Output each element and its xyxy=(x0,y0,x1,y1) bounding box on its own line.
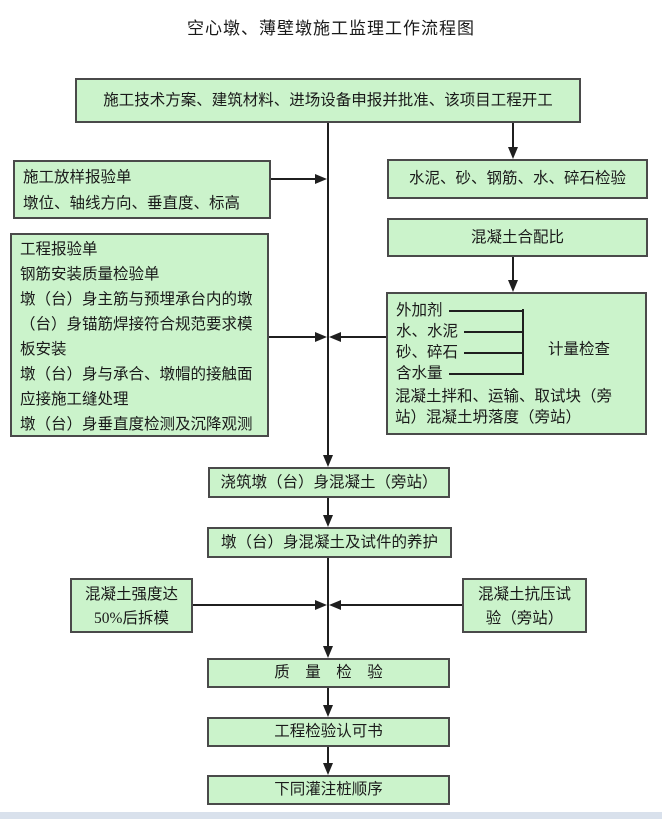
connector-line xyxy=(448,372,522,375)
metering-input-label: 含水量 xyxy=(396,364,443,382)
flow-box-mix-ratio: 混凝土合配比 xyxy=(387,218,648,257)
arrowhead-into-pouring xyxy=(323,455,333,467)
flow-box-materials: 水泥、砂、钢筋、水、碎石检验 xyxy=(387,159,648,199)
connector-center-trunk xyxy=(327,123,329,456)
connector-report-to-trunk xyxy=(269,336,316,338)
curing-label: 墩（台）身混凝土及试件的养护 xyxy=(220,533,438,551)
report-line: 板安装 xyxy=(20,341,67,358)
compression-line: 验（旁站） xyxy=(485,610,564,627)
acceptance-label: 工程检验认可书 xyxy=(274,723,383,741)
metering-row: 砂、碎石 xyxy=(396,342,522,363)
metering-input-label: 水、水泥 xyxy=(396,322,459,340)
report-line: 墩（台）身与承合、墩帽的接触面 xyxy=(20,366,253,383)
flow-box-compression: 混凝土抗压试 验（旁站） xyxy=(462,578,587,633)
flow-box-pouring: 浇筑墩（台）身混凝土（旁站） xyxy=(208,467,450,498)
connector-line xyxy=(464,330,522,333)
compression-line: 混凝土抗压试 xyxy=(477,586,571,603)
connector-demold-to-trunk xyxy=(193,604,318,606)
metering-bottom-line: 站）混凝土坍落度（旁站） xyxy=(395,409,582,426)
connector-survey-to-trunk xyxy=(271,178,318,180)
quality-label: 质 量 检 验 xyxy=(274,664,383,682)
connector-line xyxy=(464,351,522,354)
metering-input-label: 外加剂 xyxy=(396,301,443,319)
arrowhead-survey xyxy=(315,174,327,184)
flow-box-report: 工程报验单 钢筋安装质量检验单 墩（台）身主筋与预埋承台内的墩 （台）身锚筋焊接… xyxy=(10,233,269,437)
arrowhead-into-materials xyxy=(508,147,518,159)
connector-mix-to-metering xyxy=(512,257,514,282)
arrowhead-into-next xyxy=(323,763,333,775)
arrowhead-compression xyxy=(329,600,341,610)
connector-compression-to-trunk xyxy=(335,604,462,606)
bottom-strip xyxy=(0,812,662,819)
flow-box-start: 施工技术方案、建筑材料、进场设备申报并批准、该项目工程开工 xyxy=(75,78,581,123)
connector-quality-to-acceptance xyxy=(327,688,329,706)
connector-acceptance-to-next xyxy=(327,747,329,764)
connector-curing-to-quality xyxy=(327,558,329,647)
metering-bracket-line xyxy=(522,309,524,375)
flow-box-metering: 外加剂 水、水泥 砂、碎石 含水量 计量检查 混凝土拌和、运输、取试块（旁 站）… xyxy=(386,292,647,435)
demold-line: 混凝土强度达 xyxy=(84,586,178,603)
next-step-label: 下同灌注桩顺序 xyxy=(274,781,383,799)
connector-start-to-materials xyxy=(512,123,514,149)
report-line: 应接施工缝处理 xyxy=(20,391,129,408)
flow-box-curing: 墩（台）身混凝土及试件的养护 xyxy=(207,527,452,558)
metering-bottom-text: 混凝土拌和、运输、取试块（旁 站）混凝土坍落度（旁站） xyxy=(395,386,612,428)
pouring-label: 浇筑墩（台）身混凝土（旁站） xyxy=(220,473,438,491)
report-line: 工程报验单 xyxy=(20,241,98,258)
arrowhead-report xyxy=(315,332,327,342)
arrowhead-metering xyxy=(329,332,341,342)
arrowhead-into-quality xyxy=(323,646,333,658)
connector-pouring-to-curing xyxy=(327,498,329,516)
flow-box-acceptance: 工程检验认可书 xyxy=(207,717,450,747)
arrowhead-into-curing xyxy=(323,515,333,527)
arrowhead-demold xyxy=(315,600,327,610)
flow-box-demold: 混凝土强度达 50%后拆模 xyxy=(70,578,193,633)
report-line: （台）身锚筋焊接符合规范要求模 xyxy=(20,316,253,333)
report-line: 墩（台）身主筋与预埋承台内的墩 xyxy=(20,291,253,308)
page-title: 空心墩、薄壁墩施工监理工作流程图 xyxy=(187,19,475,38)
metering-row: 含水量 xyxy=(396,363,522,384)
materials-label: 水泥、砂、钢筋、水、碎石检验 xyxy=(408,170,626,188)
metering-row: 外加剂 xyxy=(396,300,522,321)
flow-box-start-label: 施工技术方案、建筑材料、进场设备申报并批准、该项目工程开工 xyxy=(103,91,553,109)
mix-ratio-label: 混凝土合配比 xyxy=(470,228,564,246)
connector-metering-to-trunk xyxy=(335,336,386,338)
metering-input-label: 砂、碎石 xyxy=(396,343,459,361)
survey-line: 施工放样报验单 xyxy=(23,169,132,186)
metering-check-label: 计量检查 xyxy=(548,341,611,358)
arrowhead-into-metering xyxy=(508,280,518,292)
connector-line xyxy=(448,309,522,312)
metering-row: 水、水泥 xyxy=(396,321,522,342)
arrowhead-into-acceptance xyxy=(323,705,333,717)
flow-box-survey: 施工放样报验单 墩位、轴线方向、垂直度、标高 xyxy=(13,160,271,219)
demold-line: 50%后拆模 xyxy=(94,610,169,627)
report-line: 钢筋安装质量检验单 xyxy=(20,266,160,283)
flow-box-quality: 质 量 检 验 xyxy=(207,658,450,688)
metering-input-rows: 外加剂 水、水泥 砂、碎石 含水量 xyxy=(396,300,522,384)
metering-bottom-line: 混凝土拌和、运输、取试块（旁 xyxy=(395,388,613,405)
flow-box-next-step: 下同灌注桩顺序 xyxy=(207,775,450,805)
survey-line: 墩位、轴线方向、垂直度、标高 xyxy=(23,195,241,212)
report-line: 墩（台）身垂直度检测及沉降观测 xyxy=(20,416,253,433)
